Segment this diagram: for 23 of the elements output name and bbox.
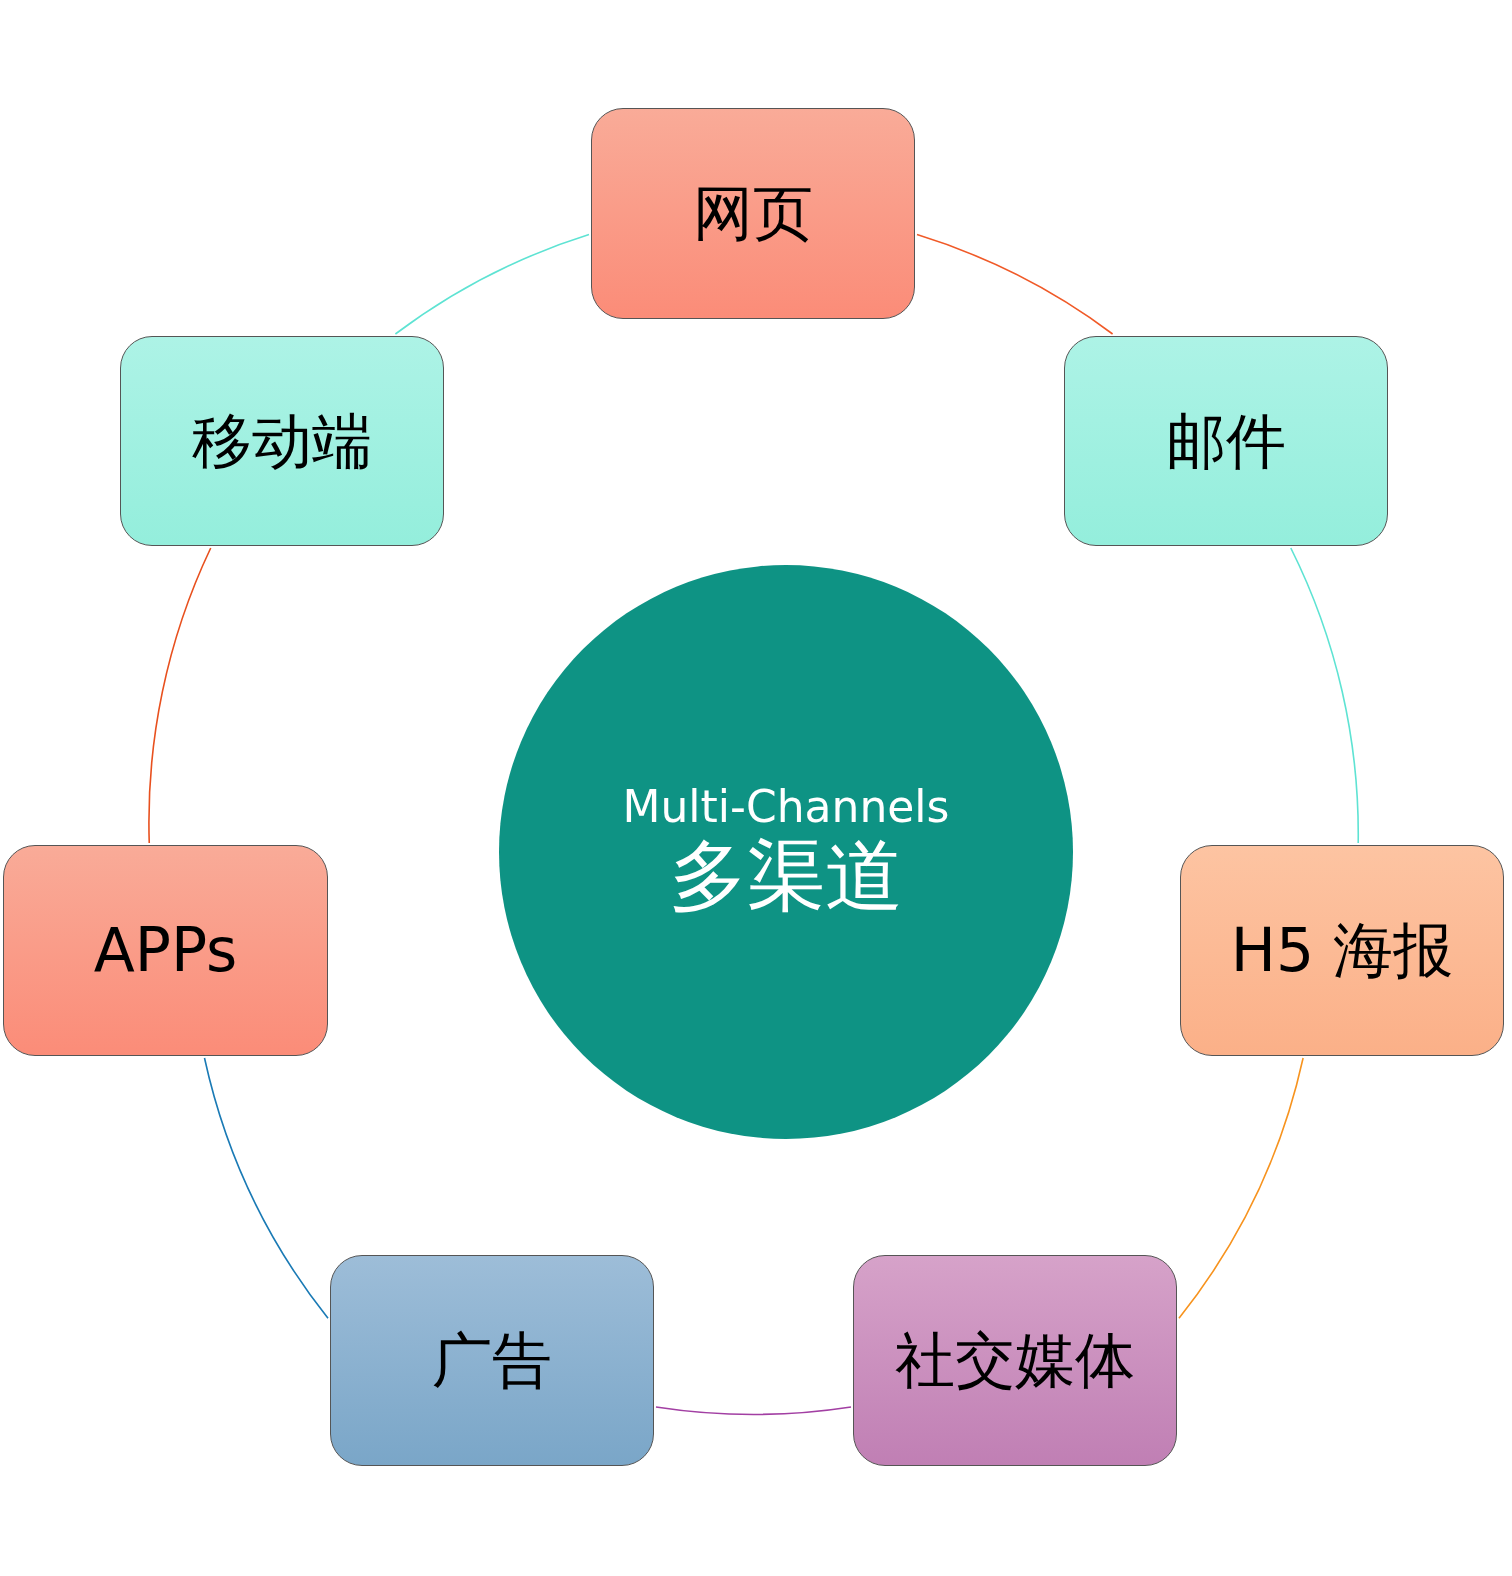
channel-label: APPs [93,916,238,985]
channel-box [1180,845,1504,1056]
hub-subtitle: Multi-Channels [622,781,950,833]
hub-title: 多渠道 [669,832,903,923]
channel-box [330,1255,654,1466]
channel-label: 移动端 [192,406,372,476]
connector-arc [394,233,590,335]
channel-box [853,1255,1177,1466]
channel-label: 广告 [432,1326,552,1395]
connector-arc [916,233,1114,335]
channel-label: 社交媒体 [895,1326,1135,1395]
connector-arc [203,1057,329,1320]
connector-arc [655,1406,852,1416]
channel-box [120,336,444,546]
channel-label: H5 海报 [1230,916,1454,985]
channel-box [591,108,915,319]
channel-label: 邮件 [1166,406,1286,476]
connector-arc [1290,547,1359,844]
connector-arc [1178,1057,1304,1320]
channel-box [1064,336,1388,546]
connector-arc [148,547,212,844]
channel-label: 网页 [693,179,813,248]
channel-box [3,845,328,1056]
